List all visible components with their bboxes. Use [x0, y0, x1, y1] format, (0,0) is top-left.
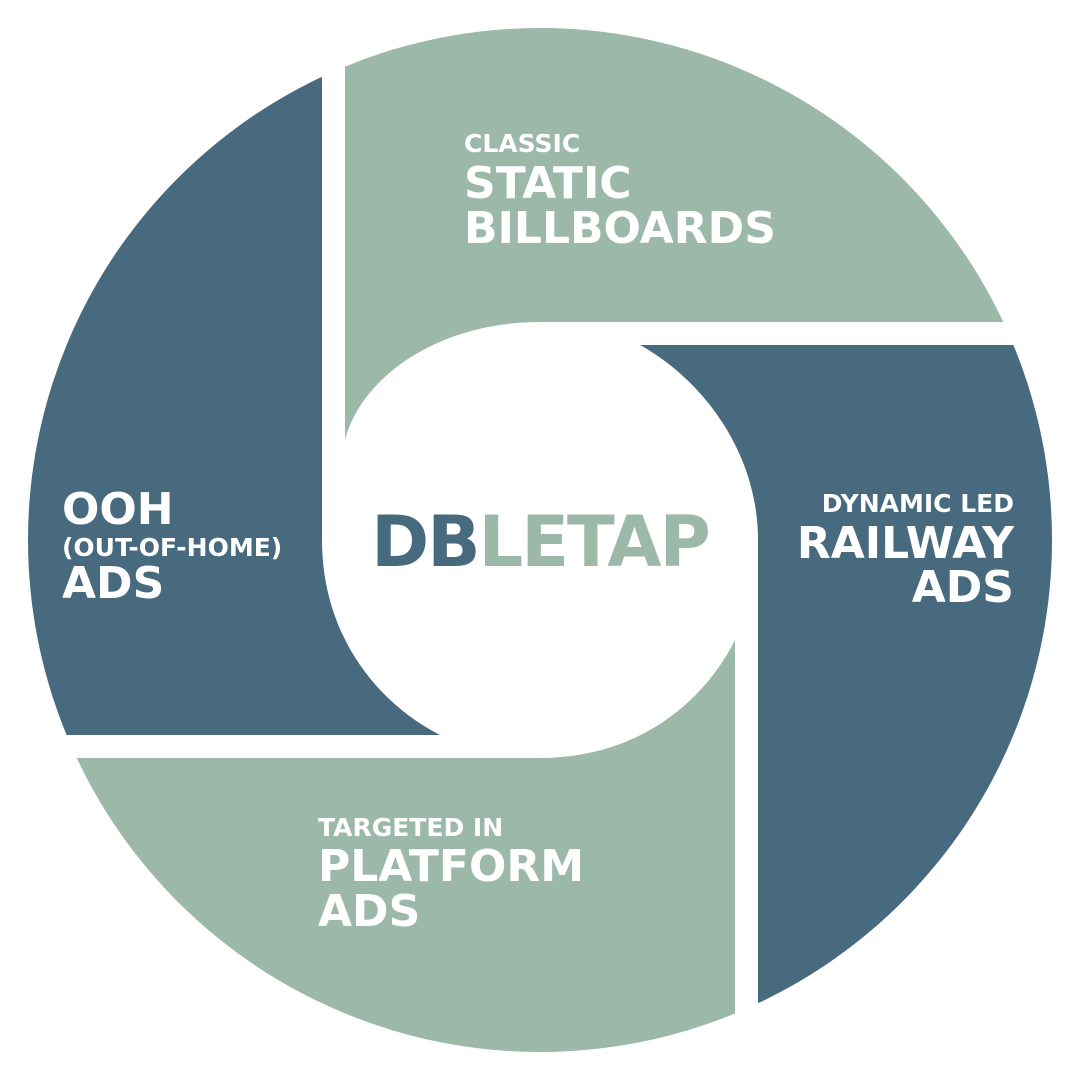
bottom-label-ads: ADS	[318, 886, 420, 937]
bottom-label-targeted-in: TARGETED IN	[318, 813, 503, 842]
bottom-label-platform: PLATFORM	[318, 841, 584, 892]
center-logo: DBLETAP	[371, 501, 709, 583]
right-label-dynamic-led: DYNAMIC LED	[822, 489, 1014, 518]
right-label-ads: ADS	[912, 562, 1014, 613]
top-label-billboards: BILLBOARDS	[464, 203, 776, 254]
top-label-classic: CLASSIC	[464, 129, 580, 158]
top-label-static: STATIC	[464, 158, 632, 209]
logo-part-letap: LETAP	[479, 501, 709, 583]
right-label-railway: RAILWAY	[797, 518, 1015, 569]
left-label-ooh: OOH	[62, 484, 174, 535]
left-label-ads: ADS	[62, 558, 164, 609]
left-label-out-of-home: (OUT-OF-HOME)	[62, 533, 282, 562]
logo-part-db: DB	[371, 501, 478, 583]
